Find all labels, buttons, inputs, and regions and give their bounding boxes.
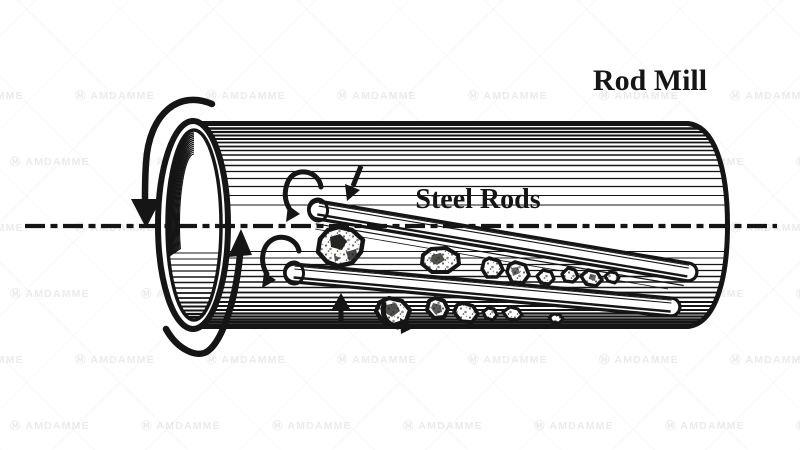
discharge-curl-arrow bbox=[380, 301, 415, 334]
ore-particle bbox=[535, 268, 556, 286]
ore-particle bbox=[501, 305, 524, 322]
ore-particle bbox=[547, 312, 565, 325]
ore-texture bbox=[330, 234, 596, 317]
rod-tumble-arrow-upper bbox=[282, 169, 324, 222]
rotation-arrow-bottom bbox=[162, 229, 252, 357]
steel-rod-lower bbox=[282, 260, 682, 318]
ore-particle bbox=[452, 301, 480, 324]
ore-particle bbox=[481, 306, 499, 322]
label-rod-mill: Rod Mill bbox=[593, 64, 707, 97]
rod-end-face bbox=[282, 260, 306, 286]
ore-particle bbox=[480, 256, 505, 279]
annotation-arrows bbox=[131, 96, 415, 357]
rod-end-face bbox=[306, 197, 330, 223]
feed-arrow-up bbox=[332, 293, 350, 322]
ore-particles bbox=[315, 224, 621, 328]
ore-particle bbox=[603, 270, 621, 285]
rod-tumble-arrow-lower bbox=[260, 234, 302, 288]
ore-particle bbox=[560, 266, 580, 284]
shell-hatching-top bbox=[193, 127, 728, 206]
feed-arrow-down bbox=[345, 165, 364, 201]
rotation-arrow-top bbox=[131, 96, 216, 228]
label-steel-rods: Steel Rods bbox=[415, 184, 540, 215]
